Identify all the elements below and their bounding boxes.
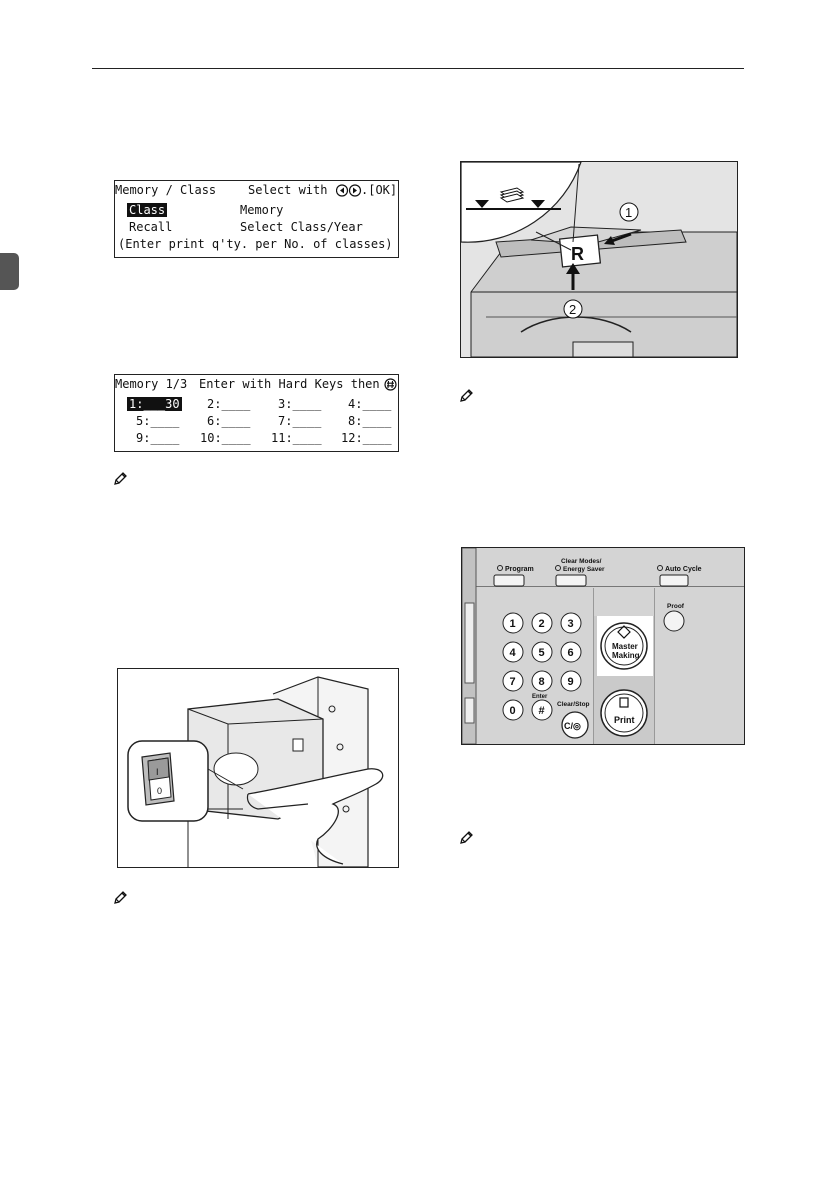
lcd-title: Memory / Class: [115, 183, 217, 197]
lcd-cell-2[interactable]: 2:____: [207, 397, 251, 411]
lcd-instruction: (Enter print q'ty. per No. of classes): [118, 237, 393, 251]
key-7-label: 7: [510, 676, 516, 688]
key-0-label: 0: [510, 705, 516, 717]
clear-modes-button[interactable]: [555, 574, 587, 587]
lcd-cell-1[interactable]: 1:___30: [127, 397, 182, 411]
callout-2: 2: [569, 302, 576, 317]
key-6[interactable]: [560, 641, 582, 663]
lcd-ok-label: .[OK]: [361, 183, 398, 197]
key-hash[interactable]: [531, 699, 553, 721]
key-3-label: 3: [568, 618, 574, 630]
switch-off-mark: 0: [157, 786, 162, 796]
auto-cycle-label: Auto Cycle: [665, 566, 702, 573]
program-label: Program: [505, 566, 534, 573]
key-8-label: 8: [539, 676, 545, 688]
key-0[interactable]: [502, 699, 524, 721]
note-pencil-icon: [460, 389, 473, 402]
lcd-cell-3[interactable]: 3:____: [278, 397, 322, 411]
clear-stop-button[interactable]: [561, 711, 589, 739]
lcd-cell-12[interactable]: 12:____: [341, 431, 392, 445]
start-diamond-icon: [617, 625, 631, 639]
lcd-select-class-year-item[interactable]: Select Class/Year: [240, 220, 363, 234]
master-making-button[interactable]: [600, 622, 648, 670]
paper-letter: R: [571, 244, 584, 264]
lcd-cell-8[interactable]: 8:____: [348, 414, 392, 428]
auto-cycle-button[interactable]: [659, 574, 689, 587]
key-4-label: 4: [510, 647, 517, 659]
key-6-label: 6: [568, 647, 574, 659]
lcd-cell-6[interactable]: 6:____: [207, 414, 251, 428]
header-rule: [92, 68, 744, 69]
lcd-cell-10[interactable]: 10:____: [200, 431, 251, 445]
lcd-cell-5[interactable]: 5:____: [136, 414, 180, 428]
note-pencil-icon: [460, 831, 473, 844]
switch-on-mark: I: [156, 767, 159, 777]
key-4[interactable]: [502, 641, 524, 663]
lcd-cell-9[interactable]: 9:____: [136, 431, 180, 445]
key-1-label: 1: [510, 618, 516, 630]
callout-1: 1: [625, 205, 632, 220]
lcd-class-item[interactable]: Class: [127, 203, 168, 217]
print-label: Print: [614, 715, 635, 725]
key-9[interactable]: [560, 670, 582, 692]
lcd-screen-memory-entry: Memory 1/3 Enter with Hard Keys then 1:_…: [114, 374, 399, 452]
hash-key-icon: [384, 378, 397, 391]
key-hash-label: #: [539, 705, 545, 717]
key-2[interactable]: [531, 612, 553, 634]
adf-illustration: R 1 2: [460, 161, 738, 358]
lcd-title: Memory 1/3: [115, 377, 188, 391]
making-label: Making: [612, 651, 640, 660]
key-7[interactable]: [502, 670, 524, 692]
lcd-hint: Select with: [248, 183, 328, 197]
lcd-cell-4[interactable]: 4:____: [348, 397, 392, 411]
clear-modes-label: Clear Modes/: [561, 558, 602, 565]
lcd-memory-item[interactable]: Memory: [240, 203, 284, 217]
energy-saver-label: Energy Saver: [563, 566, 605, 573]
lcd-screen-memory-class: Memory / Class Select with .[OK] Class M…: [114, 180, 399, 258]
clear-stop-key-label: C/◎: [564, 721, 581, 731]
key-3[interactable]: [560, 612, 582, 634]
control-panel-illustration: Program Clear Modes/ Energy Saver Auto C…: [461, 547, 745, 745]
enter-label: Enter: [532, 694, 548, 700]
lcd-cell-7[interactable]: 7:____: [278, 414, 322, 428]
arrow-keys-icon: [336, 184, 362, 197]
note-pencil-icon: [114, 472, 127, 485]
chapter-tab: [0, 253, 19, 290]
key-9-label: 9: [568, 676, 574, 688]
key-2-label: 2: [539, 618, 545, 630]
lcd-hint: Enter with Hard Keys then: [199, 377, 380, 391]
key-5[interactable]: [531, 641, 553, 663]
print-sheet-icon: [619, 697, 629, 708]
program-button[interactable]: [493, 574, 525, 587]
power-switch-illustration: I 0: [117, 668, 399, 868]
master-label: Master: [612, 642, 638, 651]
numeric-keypad: 1 2 3 4 5 6 7 8 9 0 #: [502, 612, 582, 721]
lcd-recall-item[interactable]: Recall: [129, 220, 173, 234]
key-8[interactable]: [531, 670, 553, 692]
note-pencil-icon: [114, 891, 127, 904]
proof-button[interactable]: [663, 610, 685, 632]
key-1[interactable]: [502, 612, 524, 634]
lcd-cell-11[interactable]: 11:____: [271, 431, 322, 445]
proof-label: Proof: [667, 603, 685, 610]
key-5-label: 5: [539, 647, 545, 659]
print-button[interactable]: [600, 689, 648, 737]
clear-stop-label: Clear/Stop: [557, 701, 590, 708]
